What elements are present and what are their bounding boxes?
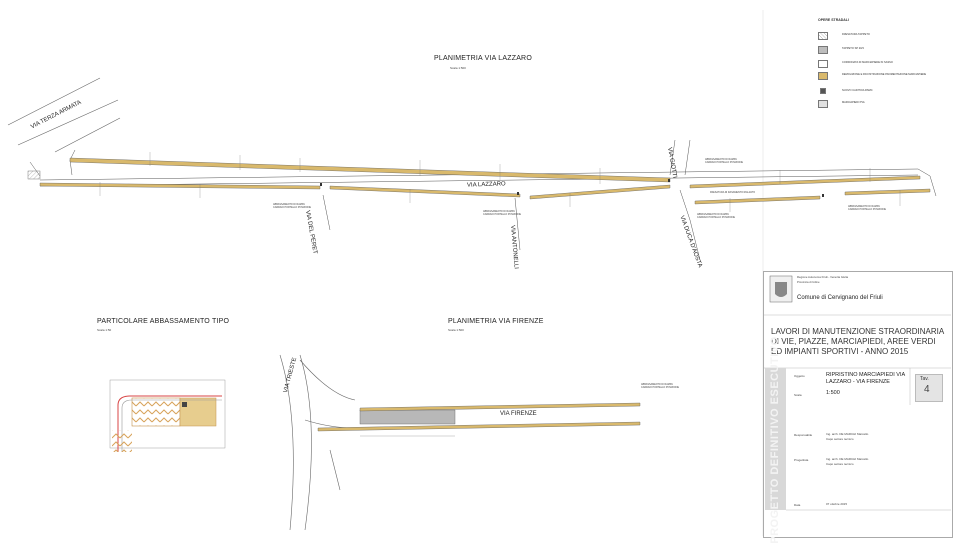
drain-markers [320, 179, 824, 197]
data-value: 07 ottobre 2015 [826, 502, 848, 506]
tav-label: Tav. [920, 376, 929, 382]
project-title: LAVORI DI MANUTENZIONE STRAORDINARIA DI … [771, 327, 944, 356]
title-block-lines [763, 314, 951, 511]
scale-lazzaro: Scala 1:500 [450, 66, 466, 70]
tav-number: 4 [924, 384, 930, 395]
annotation-firenze: ABBASSAMENTO DI RAMPA CARRAIO PORTELLO P… [641, 383, 679, 389]
resp-label: Responsabile [794, 433, 813, 437]
annotation-lazzaro-5: ABBASSAMENTO DI RAMPA CARRAIO PORTELLO P… [697, 213, 735, 219]
vertical-band [765, 368, 786, 510]
comune-name: Comune di Cervignano del Friuli [797, 295, 883, 301]
legend-text: MARCIAPIEDI PVA [842, 101, 865, 104]
street-firenze: VIA FIRENZE [500, 411, 537, 417]
title-firenze: PLANIMETRIA VIA FIRENZE [448, 318, 544, 325]
annotation-lazzaro-6: ABBASSAMENTO DI RAMPA CARRAIO PORTELLO P… [848, 205, 886, 211]
annotation-lazzaro-4: FRESATURA DI RASAMENTO RIALZATO [710, 191, 756, 194]
particolare-detail [109, 379, 226, 452]
tav-box [915, 374, 943, 402]
sidewalk-strips-firenze [317, 402, 641, 432]
prog-label: Progettista [794, 458, 809, 462]
prog-value: Ing. arch. DE MARCHI Marcello [826, 457, 869, 461]
scala-label: Scala [794, 393, 802, 397]
scale-particolare: Scala 1:50 [97, 328, 112, 332]
resp-value: Ing. arch. DE MARCHI Marcello [826, 432, 869, 436]
legend-text: CORDONATA DI MARCIAPIEDE IN SASSO [842, 61, 893, 64]
data-label: Data [794, 503, 801, 507]
scale-firenze: Scala 1:500 [448, 328, 464, 332]
prog-sub: Capo settore tecnico [826, 462, 854, 466]
lazzaro-curbs [29, 139, 937, 261]
scala-value: 1:500 [826, 390, 840, 396]
region-name: Regione Autonoma Friuli - Venezia Giulia [797, 275, 848, 279]
legend-text: TAPPETO SP 20/3 [842, 47, 864, 50]
annotation-lazzaro-2: ABBASSAMENTO DI RAMPA CARRAIO PORTELLO P… [483, 210, 521, 216]
annotation-lazzaro-3: ABBASSAMENTO DI RAMPA CARRAIO PORTELLO P… [705, 158, 743, 164]
title-lazzaro: PLANIMETRIA VIA LAZZARO [434, 55, 532, 62]
annotation-lazzaro-1: ABBASSAMENTO DI RAMPA CARRAIO PORTELLO P… [273, 203, 311, 209]
legend-text: FRESATURA TAPPETO [842, 33, 870, 36]
via-terza-armata-road [7, 77, 121, 153]
comune-logo [769, 275, 793, 303]
vertical-title: PROGETTO DEFINITIVO ESECUTIVO [769, 336, 781, 544]
title-block [763, 271, 953, 538]
legend-swatch [818, 60, 828, 68]
legend: OPERE STRADALI FRESATURA TAPPETO TAPPETO … [818, 18, 938, 108]
legend-swatch [818, 100, 828, 108]
province-name: Provincia di Udine [797, 280, 820, 284]
sidewalk-strips-lazzaro [27, 157, 931, 205]
legend-text: NUOVO CADITOIA RSMC [842, 89, 873, 92]
legend-swatch [820, 88, 826, 94]
resp-sub: Capo settore tecnico [826, 437, 854, 441]
oggetto-label: Oggetto [794, 374, 805, 378]
legend-swatch [818, 72, 828, 80]
legend-swatch [818, 46, 828, 54]
oggetto-value: RIPRISTINO MARCIAPIEDI VIA LAZZARO - VIA… [826, 372, 905, 385]
legend-heading: OPERE STRADALI [818, 18, 849, 22]
legend-text: DEMOLIZIONE E RICOSTRUZIONE PAVIMENTAZIO… [842, 73, 927, 76]
firenze-roads [279, 354, 641, 531]
station-ticks [99, 152, 901, 212]
title-particolare: PARTICOLARE ABBASSAMENTO TIPO [97, 318, 230, 325]
legend-swatch [818, 32, 828, 40]
